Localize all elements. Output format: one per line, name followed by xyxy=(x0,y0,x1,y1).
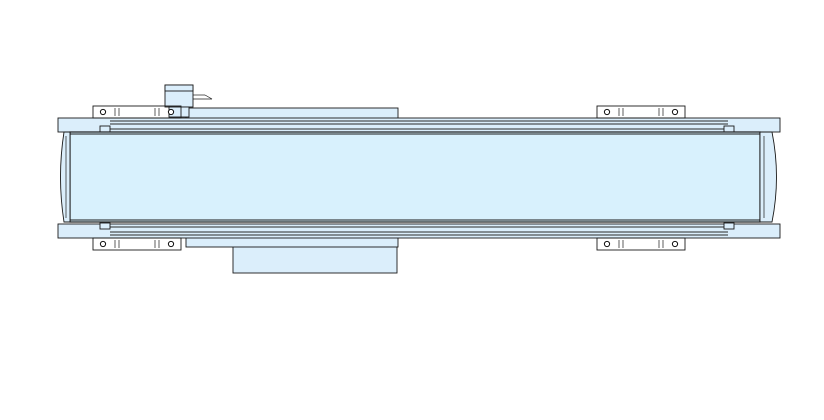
mounting-hole xyxy=(603,240,611,248)
mounting-hole xyxy=(99,108,107,116)
mounting-hole xyxy=(671,108,679,116)
belt-surface xyxy=(69,131,761,223)
foot-bracket xyxy=(596,237,686,251)
proximity-sensor xyxy=(164,84,213,118)
tail-pulley xyxy=(60,131,71,223)
head-pulley xyxy=(759,131,777,223)
drive-motor xyxy=(185,236,399,274)
bottom-side-rail xyxy=(57,222,781,239)
foot-bracket xyxy=(92,237,182,251)
mounting-hole xyxy=(99,240,107,248)
foot-bracket xyxy=(92,105,182,119)
mounting-hole xyxy=(603,108,611,116)
mounting-hole xyxy=(167,108,175,116)
mounting-hole xyxy=(671,240,679,248)
mounting-hole xyxy=(167,240,175,248)
foot-bracket xyxy=(596,105,686,119)
top-side-rail xyxy=(57,117,781,133)
mounting-brackets xyxy=(92,105,686,251)
